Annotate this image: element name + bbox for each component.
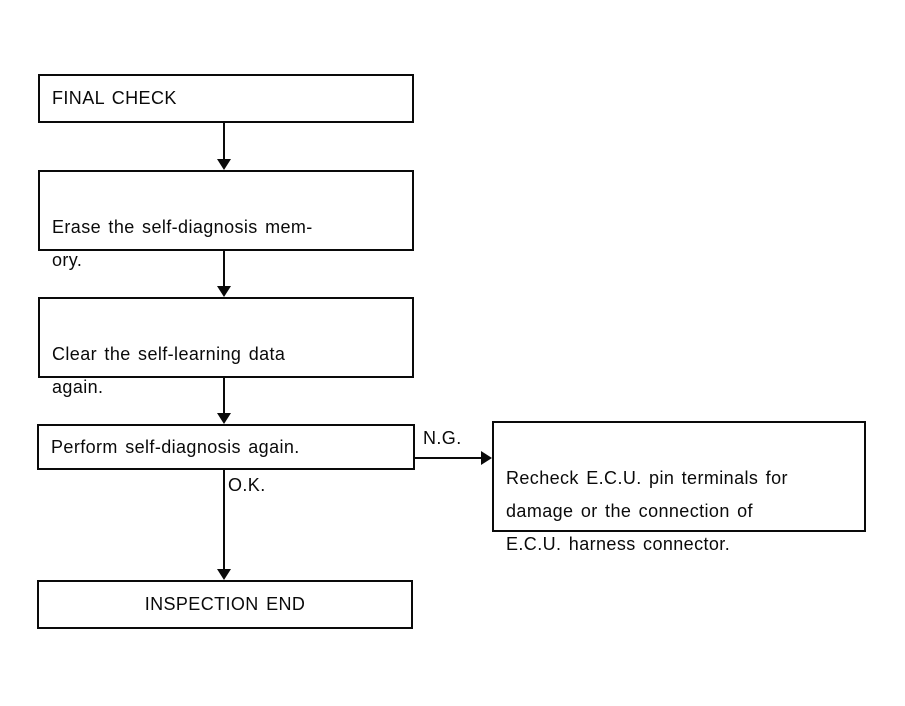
node-erase-memory: Erase the self-diagnosis mem- ory. — [38, 170, 414, 270]
node-clear-data: Clear the self-learning data again. — [38, 297, 414, 397]
node-final-check: FINAL CHECK — [38, 74, 414, 123]
node-erase-memory-label: Erase the self-diagnosis mem- ory. — [52, 217, 313, 270]
arrow-perform-to-end-head — [217, 569, 231, 580]
node-perform-diagnosis-label: Perform self-diagnosis again. — [51, 436, 300, 457]
node-recheck-ecu-label: Recheck E.C.U. pin terminals for damage … — [506, 468, 788, 554]
edge-label-ok: O.K. — [228, 475, 266, 496]
arrow-perform-to-recheck-line — [415, 457, 482, 459]
arrow-perform-to-end-line — [223, 470, 225, 570]
edge-label-ng: N.G. — [423, 428, 462, 449]
arrow-perform-to-recheck-head — [481, 451, 492, 465]
node-recheck-ecu: Recheck E.C.U. pin terminals for damage … — [492, 421, 866, 554]
arrow-clear-to-perform-line — [223, 378, 225, 414]
node-clear-data-label: Clear the self-learning data again. — [52, 344, 286, 397]
node-inspection-end-label: INSPECTION END — [144, 594, 306, 614]
arrow-clear-to-perform-head — [217, 413, 231, 424]
node-final-check-label: FINAL CHECK — [52, 88, 177, 108]
arrow-final-to-erase-head — [217, 159, 231, 170]
arrow-erase-to-clear-line — [223, 251, 225, 287]
node-inspection-end: INSPECTION END — [37, 580, 413, 629]
arrow-erase-to-clear-head — [217, 286, 231, 297]
node-perform-diagnosis: Perform self-diagnosis again. — [37, 424, 415, 470]
arrow-final-to-erase-line — [223, 123, 225, 161]
